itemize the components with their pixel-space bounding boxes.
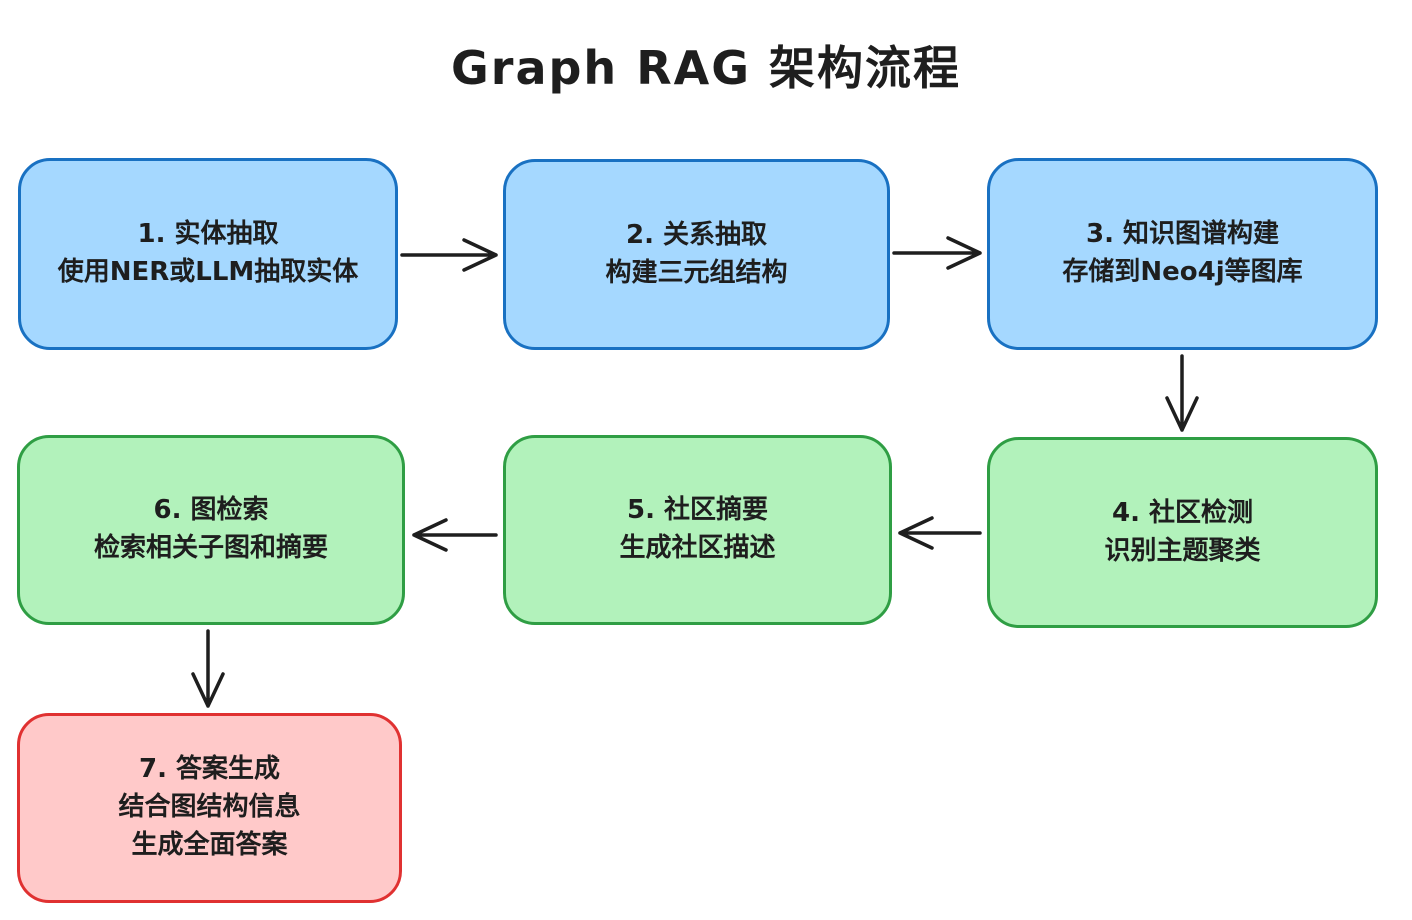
node-community-detection: 4. 社区检测 识别主题聚类 [987, 437, 1378, 628]
node-answer-generation: 7. 答案生成 结合图结构信息 生成全面答案 [17, 713, 402, 903]
node-subtitle: 检索相关子图和摘要 [93, 533, 328, 563]
arrow-step6-to-step7 [191, 629, 225, 708]
node-title: 5. 社区摘要 [626, 495, 769, 526]
node-entity-extraction: 1. 实体抽取 使用NER或LLM抽取实体 [18, 158, 398, 350]
arrow-step3-to-step4 [1165, 354, 1199, 432]
node-title: 2. 关系抽取 [625, 219, 768, 250]
node-title: 4. 社区检测 [1111, 497, 1254, 528]
diagram-title: Graph RAG 架构流程 [451, 41, 961, 95]
node-subtitle: 识别主题聚类 [1104, 535, 1261, 566]
node-subtitle: 使用NER或LLM抽取实体 [57, 257, 359, 287]
node-subtitle: 构建三元组结构 [605, 257, 788, 288]
node-title: 6. 图检索 [153, 495, 269, 526]
node-subtitle2: 生成全面答案 [131, 829, 288, 860]
node-title: 7. 答案生成 [138, 754, 281, 785]
node-title: 3. 知识图谱构建 [1085, 219, 1280, 250]
arrow-step1-to-step2 [400, 238, 498, 272]
node-community-summary: 5. 社区摘要 生成社区描述 [503, 435, 892, 625]
node-subtitle: 存储到Neo4j等图库 [1062, 257, 1303, 287]
node-subtitle: 生成社区描述 [619, 533, 776, 563]
node-kg-construction: 3. 知识图谱构建 存储到Neo4j等图库 [987, 158, 1378, 350]
node-title: 1. 实体抽取 [137, 219, 279, 250]
node-graph-retrieval: 6. 图检索 检索相关子图和摘要 [17, 435, 405, 625]
node-subtitle: 结合图结构信息 [118, 792, 301, 823]
arrow-step2-to-step3 [892, 236, 982, 270]
arrow-step5-to-step6 [412, 518, 498, 552]
node-relation-extraction: 2. 关系抽取 构建三元组结构 [503, 159, 890, 350]
arrow-step4-to-step5 [898, 516, 982, 550]
